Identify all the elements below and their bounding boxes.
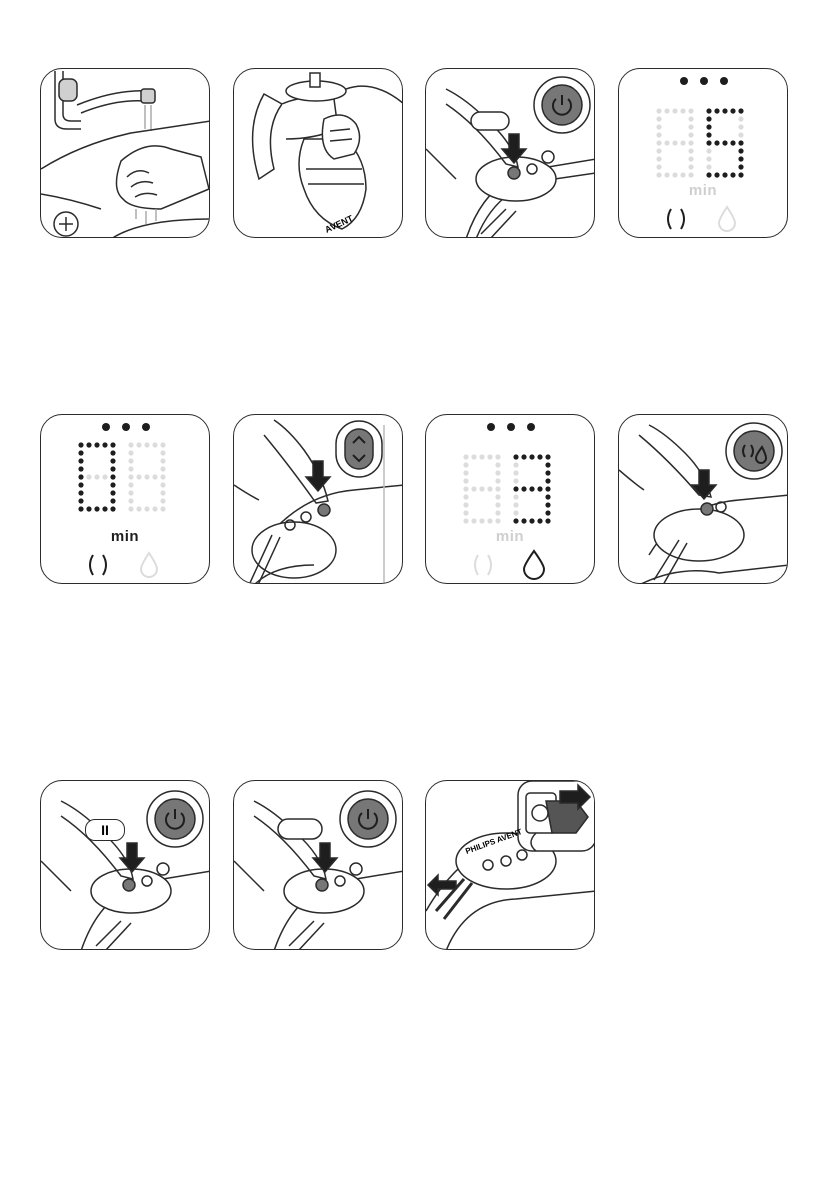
panel-pause-power: II <box>40 780 210 950</box>
panel-assemble-pump: AVENT <box>233 68 403 238</box>
panel-adjust-level <box>233 414 403 584</box>
mode-switch-icon <box>619 415 788 584</box>
stimulation-mode-icon <box>41 415 210 584</box>
stimulation-mode-icon <box>619 69 788 238</box>
expression-mode-icon <box>426 415 595 584</box>
power-off-icon <box>234 781 403 950</box>
pause-button-label: II <box>85 819 125 841</box>
panel-display-stimulation: min <box>618 68 788 238</box>
panel-press-power <box>425 68 595 238</box>
unplug-adapter-icon <box>426 781 595 950</box>
panel-switch-mode <box>618 414 788 584</box>
press-power-button-icon <box>426 69 595 238</box>
panel-display-expression-drop: min <box>425 414 595 584</box>
panel-power-off <box>233 780 403 950</box>
panel-unplug: PHILIPS AVENT <box>425 780 595 950</box>
hand-washing-icon <box>41 69 210 238</box>
pause-power-icon <box>41 781 210 950</box>
level-up-down-icon <box>234 415 403 584</box>
breast-pump-assembly-icon <box>234 69 403 238</box>
panel-display-expression-mode: min <box>40 414 210 584</box>
panel-wash-hands <box>40 68 210 238</box>
